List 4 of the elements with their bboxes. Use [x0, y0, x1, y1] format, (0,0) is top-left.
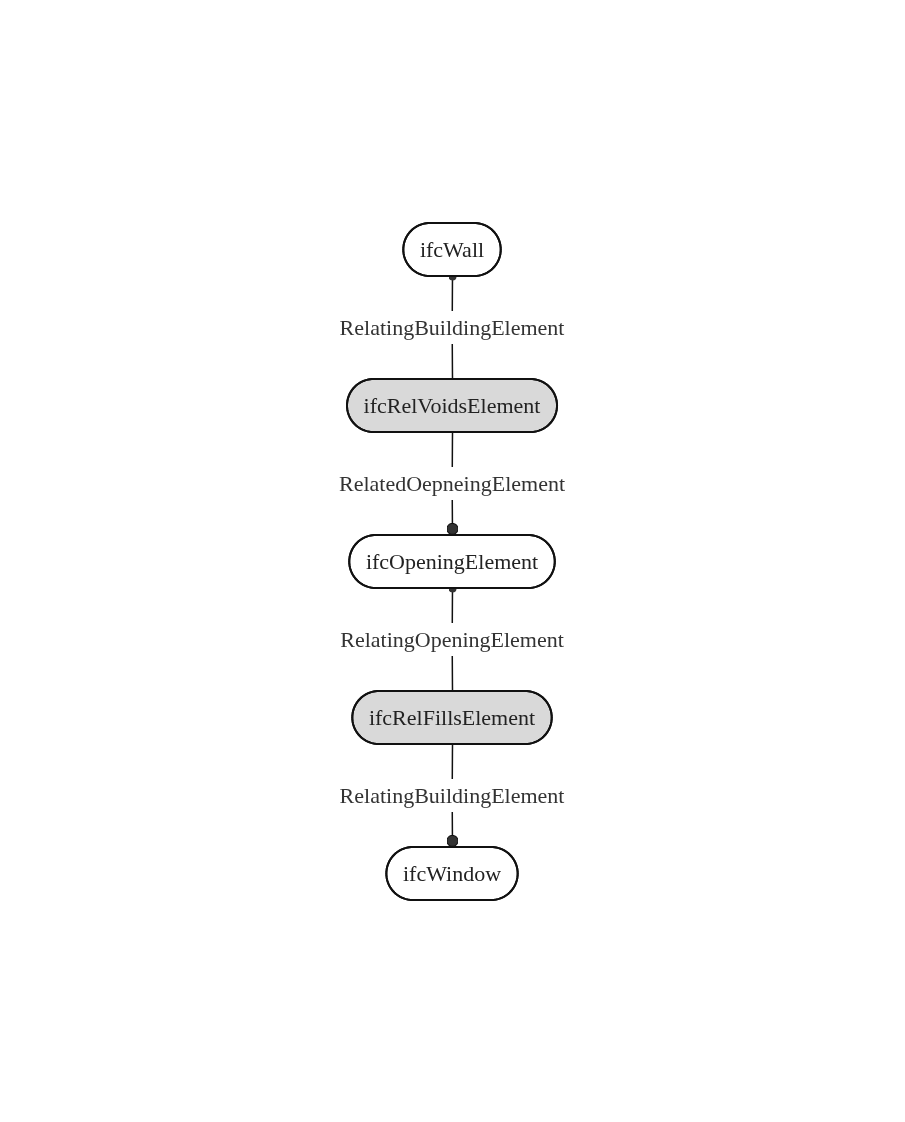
edge-label: RelatedOepneingElement	[339, 470, 566, 496]
edge-label: RelatingOpeningElement	[340, 626, 565, 652]
edge-label: RelatingBuildingElement	[340, 314, 565, 340]
edge-label: RelatingBuildingElement	[340, 782, 565, 808]
